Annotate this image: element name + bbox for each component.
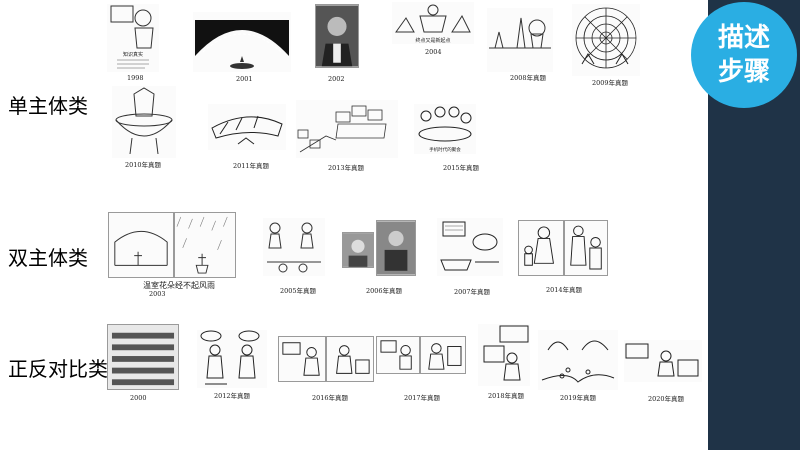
cartoon-2004-thumbnail: 终点又是新起点	[392, 2, 474, 44]
caption-2020: 2020年真题	[648, 395, 685, 403]
cartoon-2005-thumbnail	[263, 218, 325, 276]
cartoon-2013-thumbnail	[296, 100, 398, 158]
caption-2004: 2004	[425, 48, 442, 56]
badge-line-1: 描述	[717, 23, 770, 53]
cartoon-2020-thumbnail	[624, 340, 702, 382]
cartoon-2017-panel-2	[420, 336, 466, 374]
cartoon-2015-thumbnail: 手机时代的聚会	[414, 104, 476, 154]
caption-2016: 2016年真题	[312, 394, 349, 402]
cartoon-2007-thumbnail	[437, 218, 503, 276]
badge-line-2: 步骤	[717, 57, 770, 87]
caption-2012: 2012年真题	[214, 392, 251, 400]
caption-2011: 2011年真题	[233, 162, 270, 170]
caption-2019: 2019年真题	[560, 394, 597, 402]
caption-2018: 2018年真题	[488, 392, 525, 400]
caption-2017: 2017年真题	[404, 394, 441, 402]
cartoon-2011-thumbnail	[208, 104, 286, 150]
caption-2002: 2002	[328, 75, 345, 83]
caption-2001: 2001	[236, 75, 253, 83]
cartoon-2014-panel-2	[564, 220, 608, 276]
caption-2009: 2009年真题	[592, 79, 629, 87]
caption-2015: 2015年真题	[443, 164, 480, 172]
caption-2013: 2013年真题	[328, 164, 365, 172]
cartoon-2009-spiderweb-thumbnail	[572, 4, 640, 76]
caption-2006: 2006年真题	[366, 287, 403, 295]
cartoon-2006-photo-left	[342, 232, 374, 268]
describe-steps-badge: 描述 步骤	[691, 2, 797, 108]
caption-2010: 2010年真题	[125, 161, 162, 169]
caption-2000: 2000	[130, 394, 147, 402]
caption-2003: 2003	[149, 290, 166, 298]
caption-1998: 1998	[127, 74, 144, 82]
cartoon-2000-thumbnail	[107, 324, 179, 390]
cartoon-2015-title: 手机时代的聚会	[429, 146, 461, 153]
category-contrast: 正反对比类	[8, 357, 108, 381]
cartoon-2017-panel-1	[376, 336, 420, 374]
cartoon-2004-title: 终点又是新起点	[415, 37, 450, 44]
caption-2008: 2008年真题	[510, 74, 547, 82]
cartoon-2012-thumbnail	[197, 330, 267, 388]
cartoon-2010-thumbnail	[112, 86, 176, 158]
caption-2005: 2005年真题	[280, 287, 317, 295]
cartoon-2008-thumbnail	[487, 8, 553, 72]
cartoon-1998-title: 知识真实	[123, 51, 143, 58]
cartoon-2003-panel-2	[174, 212, 236, 278]
caption-2014: 2014年真题	[546, 286, 583, 294]
caption-2007: 2007年真题	[454, 288, 491, 296]
cartoon-2003-panel-1	[108, 212, 174, 278]
cartoon-2016-panel-2	[326, 336, 374, 382]
cartoon-2002-thumbnail	[315, 4, 359, 68]
cartoon-2006-photo-right	[376, 220, 416, 276]
cartoon-1998-thumbnail: 知识真实	[107, 4, 159, 72]
cartoon-2019-thumbnail	[538, 330, 618, 390]
cartoon-2018-thumbnail	[478, 324, 530, 386]
category-single-subject: 单主体类	[8, 94, 88, 118]
cartoon-2001-thumbnail	[193, 12, 291, 72]
caption-2003-title: 温室花朵经不起风雨	[143, 281, 215, 290]
cartoon-2016-panel-1	[278, 336, 326, 382]
cartoon-2014-panel-1	[518, 220, 564, 276]
category-double-subject: 双主体类	[8, 246, 88, 270]
